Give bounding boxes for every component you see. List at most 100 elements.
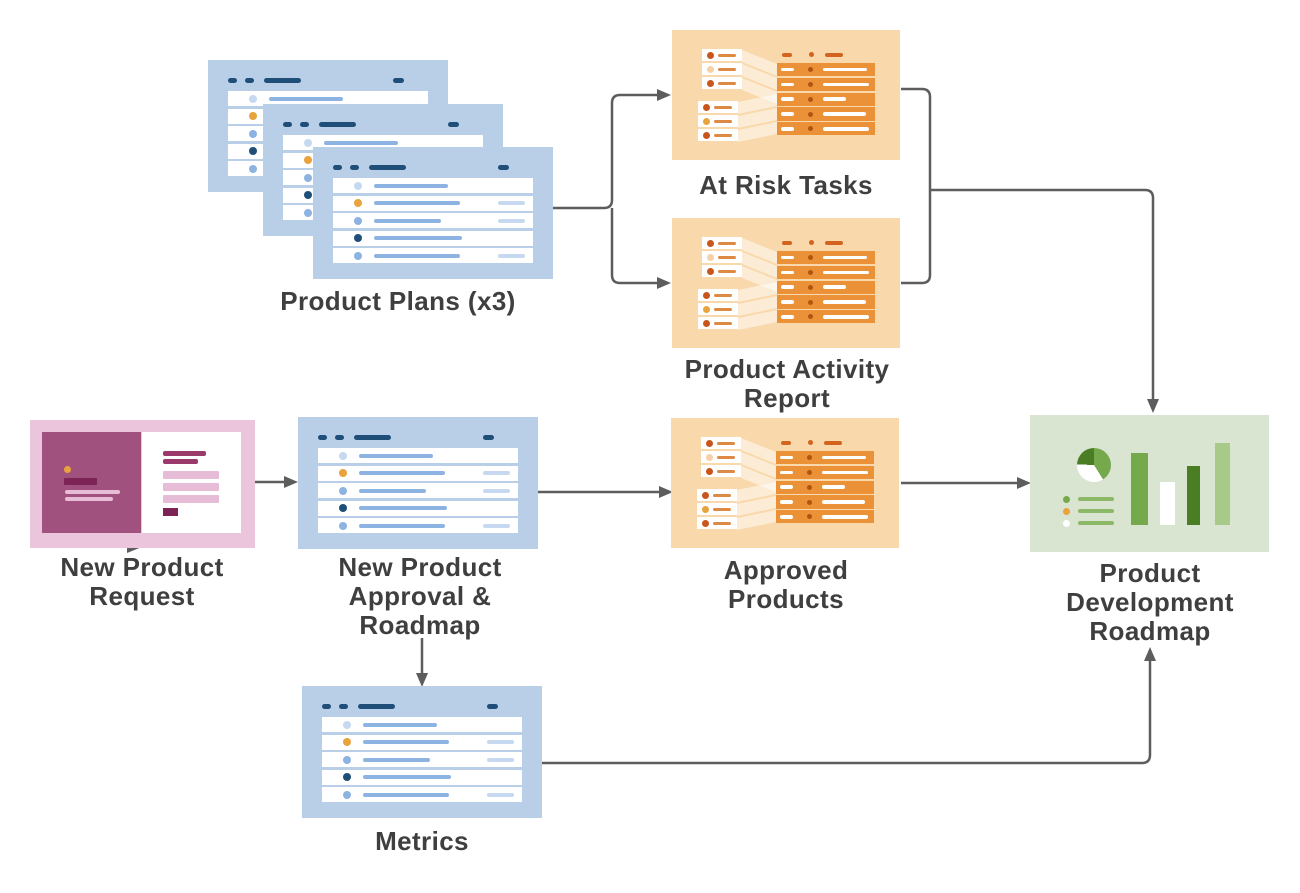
table-row [777,92,875,106]
list-item [322,752,522,768]
beam-links [738,238,777,330]
product-activity-report-card [672,218,900,348]
list-item [698,317,738,329]
arrowhead-into-roadmap-bottom [1144,647,1156,661]
list-item [698,289,738,301]
window-chrome [228,76,428,84]
edge-plans-to-atrisk [553,93,657,210]
heading-line [163,451,206,456]
list-item [701,451,741,463]
list-item [701,437,741,449]
bullet-dot [64,466,71,473]
bar-chart [1131,442,1230,525]
list-item [318,483,518,499]
legend-item [1063,517,1114,529]
table-row [777,77,875,92]
list-item [318,448,518,463]
list-item [698,303,738,315]
list-item [228,91,428,106]
request-cover-panel [42,432,141,533]
list-item [702,265,742,277]
arrowhead-into-roadmap-left [1017,477,1031,489]
list-item [697,503,737,515]
list-item [697,517,737,529]
list-item [698,115,738,127]
label-new-product-request: New Product Request [60,552,224,611]
at-risk-tasks-card [672,30,900,160]
task-list [322,717,522,805]
arrowhead-into-atrisk [657,89,671,101]
table-header [776,440,874,445]
product-development-roadmap-card [1030,415,1269,552]
new-product-approval-card [298,417,538,549]
list-item [333,248,533,264]
task-list [333,178,533,266]
table-header [777,52,875,57]
list-item [283,135,483,150]
arrowhead-into-metrics [416,673,428,687]
label-new-product-approval: New Product Approval & Roadmap [338,552,502,640]
edge-atrisk-par-merge [901,87,932,285]
list-item [318,465,518,481]
bar [1215,443,1230,525]
approved-products-card [671,418,899,548]
form-field [163,471,219,479]
report-table [777,238,875,325]
legend-item [1063,505,1114,517]
label-product-activity-report: Product Activity Report [684,354,890,413]
beam-links [738,50,777,142]
list-item [702,237,742,249]
list-item [333,195,533,211]
bar [1187,466,1200,525]
table-row [777,310,875,324]
table-row [777,63,875,77]
source-items-group [698,289,738,331]
list-item [318,500,518,516]
title-bar [64,478,97,485]
metrics-card [302,686,542,818]
list-item [322,734,522,750]
list-item [702,77,742,89]
edge-metrics-to-roadmap [541,661,1152,765]
table-row [777,295,875,309]
table-row [776,495,874,509]
report-table [776,438,874,525]
list-item [333,178,533,193]
window-chrome [322,702,522,710]
table-row [777,251,875,265]
list-item [702,63,742,75]
edge-merge-to-roadmap [930,188,1155,399]
request-form-panel [142,432,241,533]
edge-plans-to-par [610,208,657,285]
source-items-group [697,489,737,531]
label-product-development-roadmap: Product Development Roadmap [1066,558,1234,646]
table-row [776,451,874,465]
text-line [65,497,113,501]
source-items-group [701,437,741,479]
arrowhead-into-approval [284,476,298,488]
label-product-plans: Product Plans (x3) [280,286,516,316]
list-item [698,101,738,113]
source-items-group [702,237,742,279]
beam-links [737,438,776,530]
list-item [322,717,522,732]
list-item [701,465,741,477]
list-item [702,251,742,263]
table-row [777,280,875,294]
table-row [776,465,874,480]
list-item [333,230,533,246]
form-field [163,483,219,491]
submit-block [163,508,178,516]
list-item [697,489,737,501]
report-table [777,50,875,137]
table-row [777,107,875,121]
table-row [777,265,875,280]
window-chrome [333,163,533,171]
text-line [65,490,120,494]
table-row [777,122,875,136]
pie-chart [1077,448,1111,482]
form-field [163,495,219,503]
new-product-request-card [30,420,255,548]
list-item [698,129,738,141]
